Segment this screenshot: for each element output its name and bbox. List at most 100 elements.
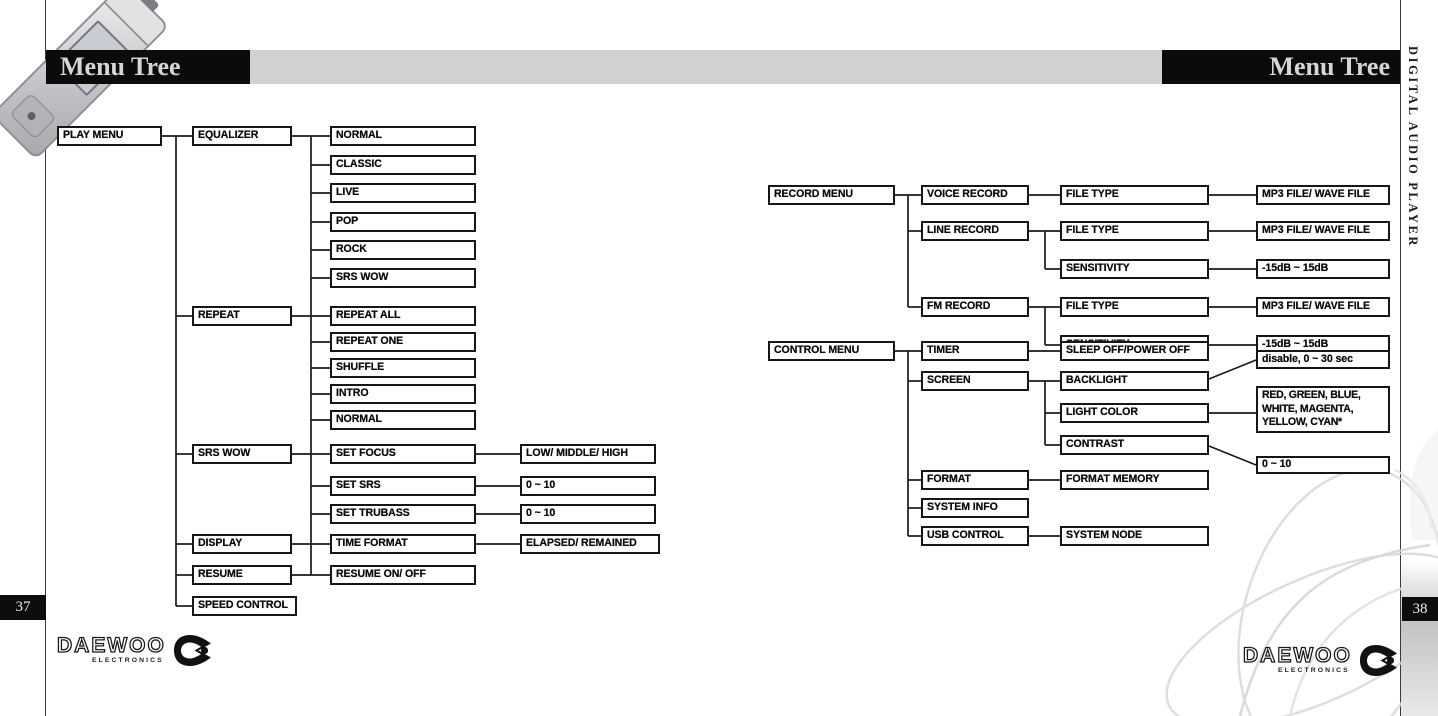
tree-node-label: SCREEN (927, 374, 971, 387)
tree-node: FILE TYPE (1060, 185, 1209, 205)
tree-node: INTRO (330, 384, 476, 404)
tree-node-label: -15dB ~ 15dB (1262, 262, 1329, 275)
tree-node: DISPLAY (192, 534, 292, 554)
tree-node-label: POP (336, 215, 359, 228)
tree-node-label: REPEAT (198, 309, 240, 322)
page-number-right: 38 (1402, 597, 1438, 621)
tree-node-label: FILE TYPE (1066, 224, 1119, 237)
tree-node: RESUME ON/ OFF (330, 565, 476, 585)
tree-node-label: SLEEP OFF/POWER OFF (1066, 344, 1190, 357)
tree-node: FORMAT (921, 470, 1029, 490)
tree-node-label: RECORD MENU (774, 188, 853, 201)
tree-node-label: MP3 FILE/ WAVE FILE (1262, 224, 1370, 237)
left-page-title: Menu Tree (60, 52, 181, 81)
tree-node: SYSTEM NODE (1060, 526, 1209, 546)
tree-node: USB CONTROL (921, 526, 1029, 546)
tree-node-label: SRS WOW (198, 447, 251, 460)
tree-node-label: SET SRS (336, 479, 381, 492)
tree-node-label: FORMAT (927, 473, 971, 486)
tree-node: 0 ~ 10 (520, 504, 656, 524)
tree-node-label: CONTRAST (1066, 438, 1125, 451)
tree-node-label: TIMER (927, 344, 960, 357)
tree-node: ELAPSED/ REMAINED (520, 534, 660, 554)
tree-node-label: INTRO (336, 387, 369, 400)
tree-node: LIVE (330, 183, 476, 203)
right-page-title: Menu Tree (1269, 52, 1390, 81)
tree-node-label: CONTROL MENU (774, 344, 860, 357)
tree-node: PLAY MENU (57, 126, 162, 146)
tree-connector-line (1208, 445, 1257, 466)
tree-node: disable, 0 ~ 30 sec (1256, 350, 1390, 369)
tree-node-label: REPEAT ONE (336, 335, 404, 348)
tree-node: CONTROL MENU (768, 341, 895, 361)
tree-node-label: MP3 FILE/ WAVE FILE (1262, 188, 1370, 201)
tree-node: RECORD MENU (768, 185, 895, 205)
tree-node-label: DISPLAY (198, 537, 243, 550)
tree-node: NORMAL (330, 410, 476, 430)
tree-node-label: 0 ~ 10 (526, 507, 556, 520)
tree-connector-line (1208, 359, 1257, 380)
tree-node-label: LOW/ MIDDLE/ HIGH (526, 447, 628, 460)
tree-node: -15dB ~ 15dB (1256, 259, 1390, 279)
tree-node-label: FILE TYPE (1066, 300, 1119, 313)
tree-node: RESUME (192, 565, 292, 585)
tree-node: MP3 FILE/ WAVE FILE (1256, 185, 1390, 205)
tree-node: SRS WOW (330, 268, 476, 288)
tree-node: SET TRUBASS (330, 504, 476, 524)
tree-node-label: LIVE (336, 186, 360, 199)
tree-node-label: 0 ~ 10 (1262, 458, 1292, 471)
tree-node: FILE TYPE (1060, 221, 1209, 241)
tree-node-label: RESUME ON/ OFF (336, 568, 426, 581)
tree-node-label: NORMAL (336, 129, 382, 142)
tree-node: RED, GREEN, BLUE, WHITE, MAGENTA, YELLOW… (1256, 386, 1390, 433)
page-number-left: 37 (0, 595, 46, 620)
tree-node: BACKLIGHT (1060, 371, 1209, 391)
tree-node-label: ROCK (336, 243, 367, 256)
tree-node-label: 0 ~ 10 (526, 479, 556, 492)
tree-node-label: SENSITIVITY (1066, 262, 1130, 275)
tree-node-label: TIME FORMAT (336, 537, 408, 550)
tree-node-label: SYSTEM INFO (927, 501, 998, 514)
tree-node: SCREEN (921, 371, 1029, 391)
tree-node-label: PLAY MENU (63, 129, 124, 142)
tree-node: 0 ~ 10 (520, 476, 656, 496)
tree-node: SENSITIVITY (1060, 259, 1209, 279)
tree-node-label: CLASSIC (336, 158, 382, 171)
daewoo-symbol-icon (173, 635, 211, 666)
tree-node-label: -15dB ~ 15dB (1262, 338, 1329, 351)
tree-node: VOICE RECORD (921, 185, 1029, 205)
tree-node-label: SHUFFLE (336, 361, 385, 374)
tree-node: FM RECORD (921, 297, 1029, 317)
tree-node: TIME FORMAT (330, 534, 476, 554)
tree-node: REPEAT ONE (330, 332, 476, 352)
right-page-title-banner: Menu Tree (1162, 50, 1400, 84)
tree-node: NORMAL (330, 126, 476, 146)
tree-node-label: FILE TYPE (1066, 188, 1119, 201)
left-page-title-banner: Menu Tree (46, 50, 250, 84)
daewoo-symbol-icon (1359, 645, 1397, 676)
tree-node: REPEAT (192, 306, 292, 326)
tree-node: SYSTEM INFO (921, 498, 1029, 518)
tree-node-label: RED, GREEN, BLUE, WHITE, MAGENTA, YELLOW… (1262, 388, 1361, 429)
tree-node: FORMAT MEMORY (1060, 470, 1209, 490)
tree-node: MP3 FILE/ WAVE FILE (1256, 221, 1390, 241)
tree-node-label: USB CONTROL (927, 529, 1004, 542)
tree-node: SLEEP OFF/POWER OFF (1060, 341, 1209, 361)
tree-node-label: RESUME (198, 568, 243, 581)
tree-node: LIGHT COLOR (1060, 403, 1209, 423)
tree-node: SPEED CONTROL (192, 596, 297, 616)
tree-node-label: MP3 FILE/ WAVE FILE (1262, 300, 1370, 313)
tree-node: LOW/ MIDDLE/ HIGH (520, 444, 656, 464)
tree-node-label: VOICE RECORD (927, 188, 1008, 201)
left-page-rule (45, 0, 46, 716)
logo-brand-text: DAEWOO (56, 633, 166, 657)
tree-node-label: SET TRUBASS (336, 507, 410, 520)
tree-node-label: LINE RECORD (927, 224, 999, 237)
tree-node-label: SYSTEM NODE (1066, 529, 1143, 542)
tree-node-label: FM RECORD (927, 300, 991, 313)
tree-node-label: REPEAT ALL (336, 309, 401, 322)
side-label-digital-audio-player: DIGITAL AUDIO PLAYER (1406, 46, 1420, 249)
tree-node: REPEAT ALL (330, 306, 476, 326)
logo-brand-text: DAEWOO (1242, 643, 1352, 667)
tree-node-label: SPEED CONTROL (198, 599, 288, 612)
